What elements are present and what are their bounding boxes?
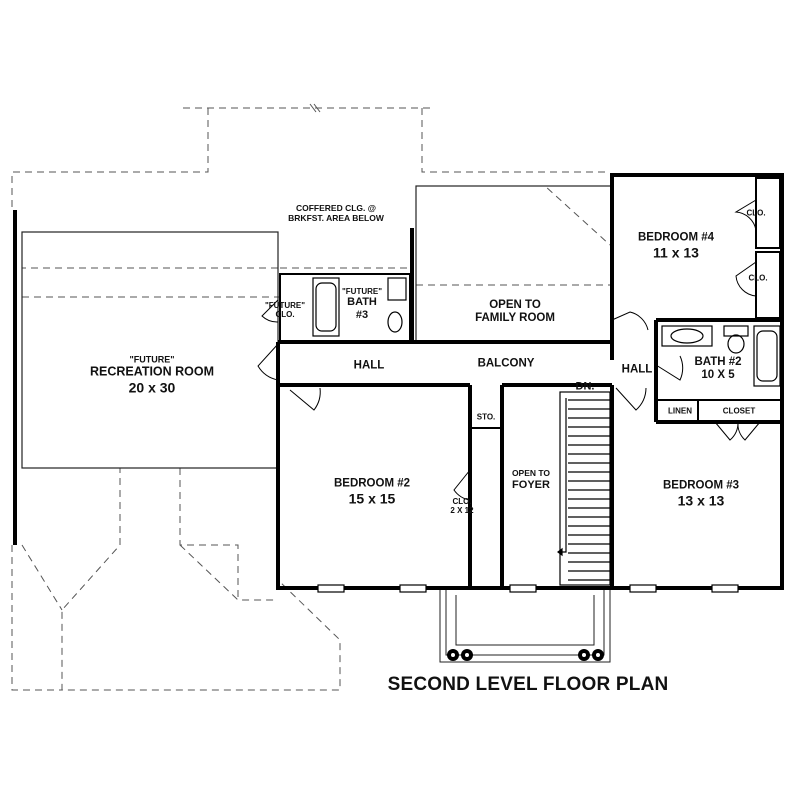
future-closet-label: "FUTURE" CLO. (264, 300, 306, 319)
front-porch (439, 590, 611, 663)
bath2-label: BATH #2 10 X 5 (694, 355, 742, 381)
closet-label: CLOSET (722, 406, 756, 416)
stair-down-label: DN. (575, 380, 595, 393)
linen-label: LINEN (668, 406, 692, 416)
bedroom4-closet-b-label: CLO. (748, 273, 768, 283)
open-to-foyer-label: OPEN TO FOYER (511, 467, 551, 491)
open-to-family-room-label: OPEN TO FAMILY ROOM (475, 298, 555, 324)
recreation-room-label: "FUTURE" RECREATION ROOM 20 x 30 (89, 354, 215, 396)
bedroom2-label: BEDROOM #2 15 x 15 (333, 477, 411, 507)
windows (317, 584, 739, 593)
bath-fixtures (312, 277, 781, 387)
bedroom4-label: BEDROOM #4 11 x 13 (637, 231, 715, 261)
staircase (557, 391, 611, 586)
exterior-walls (13, 173, 784, 590)
hall-left-label: HALL (353, 359, 385, 372)
storage-label: STO. (476, 412, 496, 422)
coffered-ceiling-note: COFFERED CLG. @ BRKFST. AREA BELOW (288, 203, 384, 223)
plan-title: SECOND LEVEL FLOOR PLAN (387, 674, 669, 696)
dashed-roof-outline (11, 107, 611, 691)
door-swings (257, 199, 761, 501)
bath3-label: "FUTURE" BATH #3 (341, 286, 383, 321)
bedroom4-closet-a-label: CLO. (746, 208, 766, 218)
hall-right-label: HALL (621, 363, 653, 376)
bedroom3-label: BEDROOM #3 13 x 13 (662, 479, 740, 509)
balcony-label: BALCONY (477, 357, 535, 370)
bedroom2-closet-label: CLO. 2 X 12 (450, 496, 474, 515)
